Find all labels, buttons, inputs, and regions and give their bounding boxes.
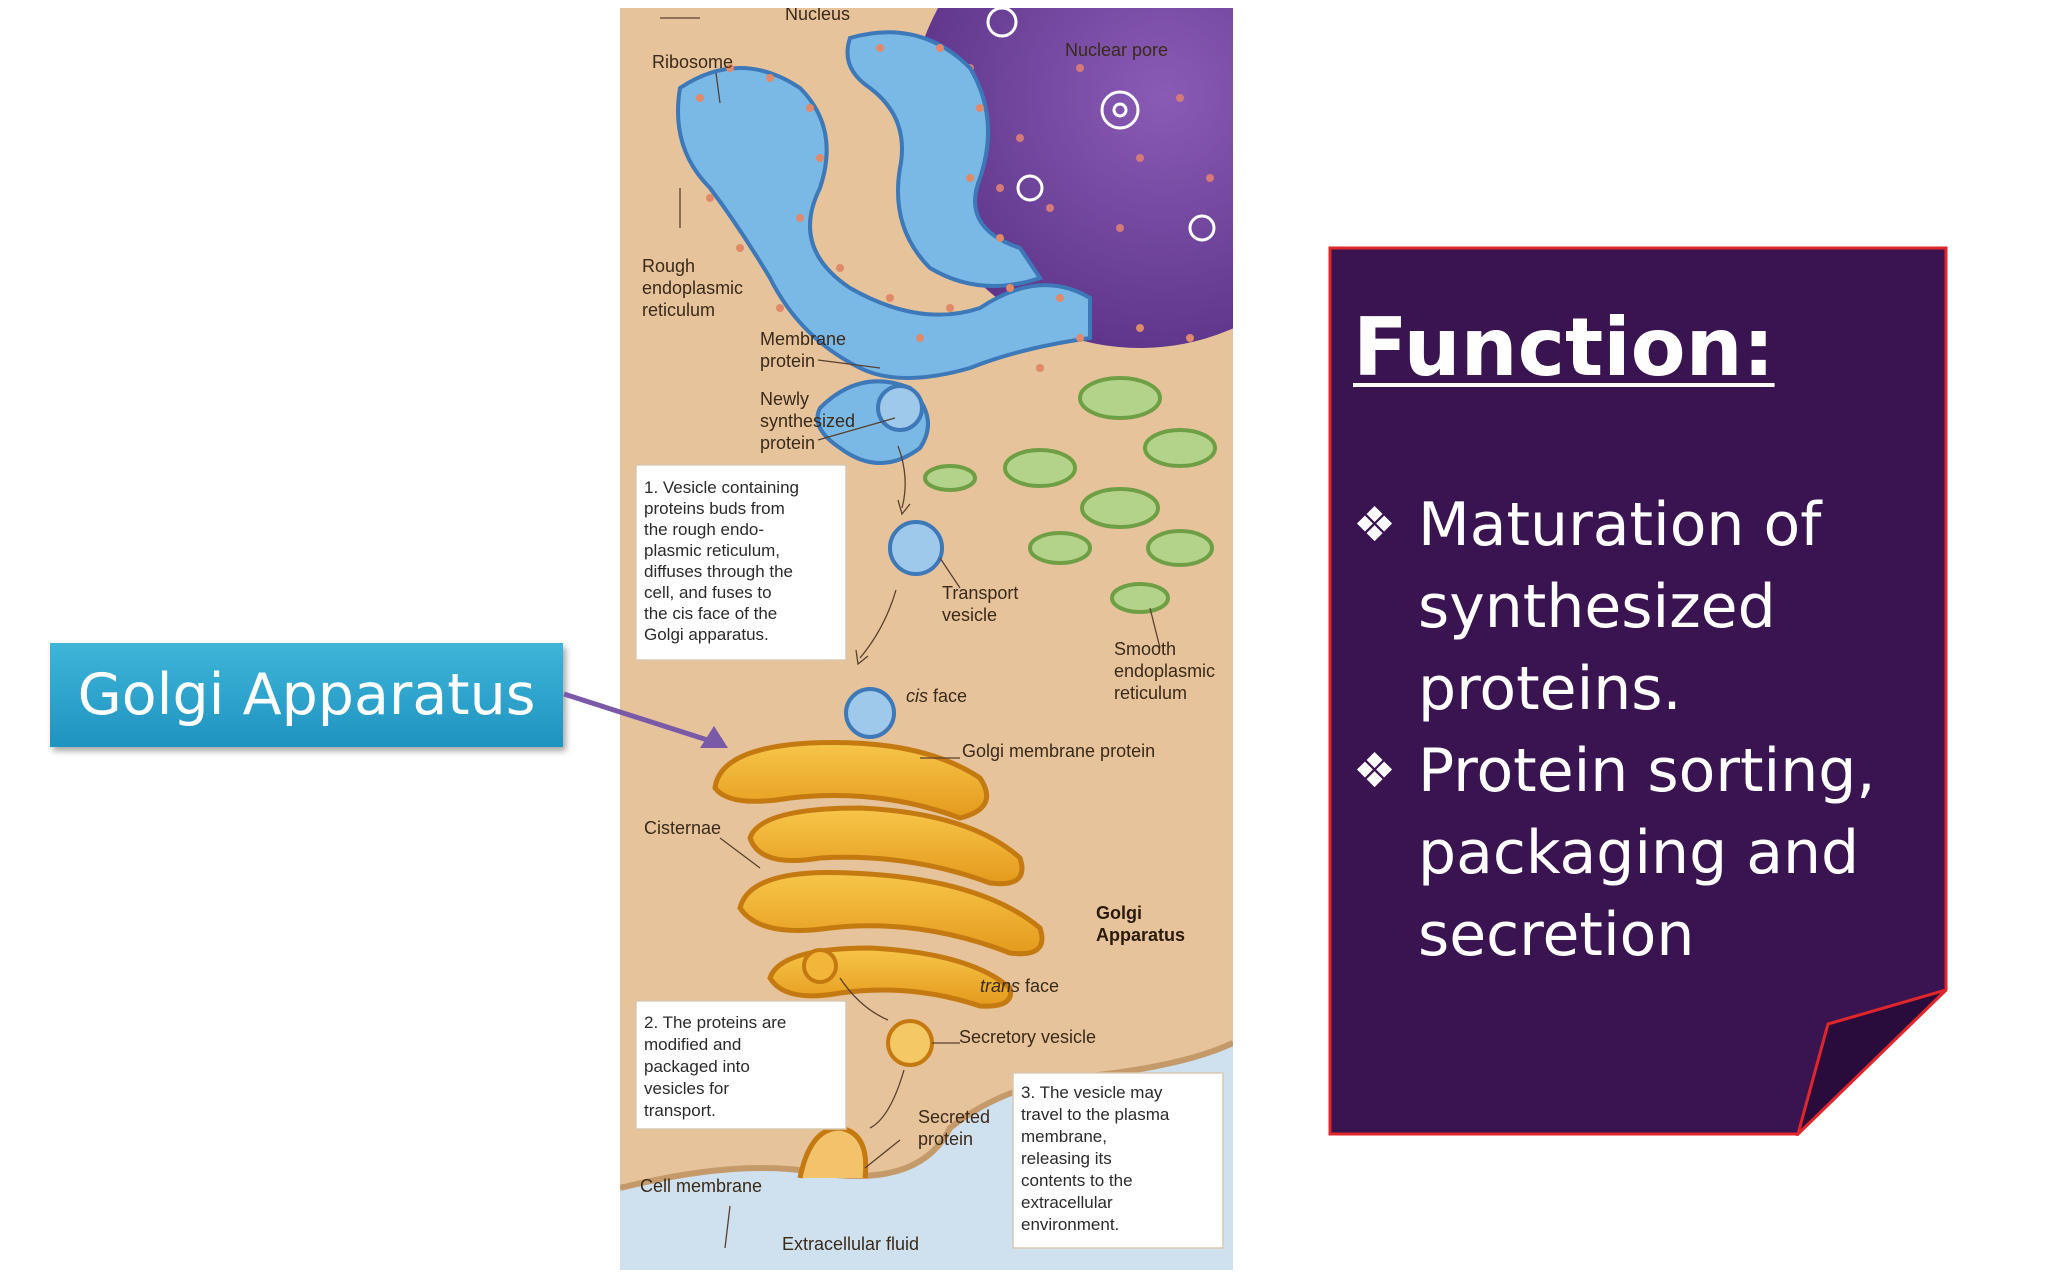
- svg-text:the rough endo-: the rough endo-: [644, 520, 764, 539]
- transport-vesicle: [888, 520, 944, 576]
- svg-text:packaged into: packaged into: [644, 1057, 750, 1076]
- svg-text:proteins buds from: proteins buds from: [644, 499, 785, 518]
- svg-text:releasing its: releasing its: [1021, 1149, 1112, 1168]
- label-secretory-vesicle: Secretory vesicle: [959, 1027, 1096, 1047]
- page-curl-icon: [1795, 988, 1948, 1136]
- svg-text:cell, and fuses to: cell, and fuses to: [644, 583, 772, 602]
- smooth-er: [923, 376, 1217, 614]
- callout-label: Golgi Apparatus: [77, 662, 536, 728]
- label-smooth-er-1: Smooth: [1114, 639, 1176, 659]
- step3-box: [1012, 1072, 1224, 1249]
- svg-text:Golgi apparatus.: Golgi apparatus.: [644, 625, 769, 644]
- label-trans-face: trans face: [980, 976, 1059, 996]
- bullet-2: ❖ Protein sorting, packaging and secreti…: [1353, 730, 1918, 976]
- callout-arrow-icon: [563, 691, 728, 748]
- label-golgi-apparatus-1: Golgi: [1096, 903, 1142, 923]
- label-secreted-protein-1: Secreted: [918, 1107, 990, 1127]
- four-diamond-bullet-icon: ❖: [1353, 743, 1397, 799]
- bullet-2-text: Protein sorting, packaging and secretion: [1418, 736, 1876, 970]
- step1-text: 1. Vesicle containing proteins buds from…: [644, 478, 799, 644]
- label-ribosome: Ribosome: [652, 52, 733, 72]
- label-newly-2: synthesized: [760, 411, 855, 431]
- step2-box: [635, 1000, 847, 1130]
- label-cisternae: Cisternae: [644, 818, 721, 838]
- rough-er: [676, 30, 1092, 465]
- label-cis-face: cis face: [906, 686, 967, 706]
- cell-membrane-line: [620, 1040, 1233, 1191]
- svg-text:diffuses through the: diffuses through the: [644, 562, 793, 581]
- label-extracellular-fluid: Extracellular fluid: [782, 1234, 919, 1254]
- fusing-vesicle: [844, 687, 896, 739]
- svg-text:1. Vesicle containing: 1. Vesicle containing: [644, 478, 799, 497]
- label-rough-er-2: endoplasmic: [642, 278, 743, 298]
- label-membrane-protein-2: protein: [760, 351, 815, 371]
- svg-text:3. The vesicle may: 3. The vesicle may: [1021, 1083, 1163, 1102]
- svg-text:environment.: environment.: [1021, 1215, 1119, 1234]
- svg-text:contents to the: contents to the: [1021, 1171, 1133, 1190]
- golgi-cell-diagram: Nucleus Nuclear pore Ribosome Rough endo…: [620, 8, 1233, 1270]
- four-diamond-bullet-icon: ❖: [1353, 497, 1397, 553]
- svg-text:2. The proteins are: 2. The proteins are: [644, 1013, 786, 1032]
- svg-text:the cis face of the: the cis face of the: [644, 604, 777, 623]
- svg-text:transport.: transport.: [644, 1101, 716, 1120]
- bullet-1-text: Maturation of synthesized proteins.: [1418, 490, 1822, 724]
- label-golgi-membrane-protein: Golgi membrane protein: [962, 741, 1155, 761]
- svg-text:membrane,: membrane,: [1021, 1127, 1107, 1146]
- label-nucleus: Nucleus: [785, 8, 850, 24]
- step3-text: 3. The vesicle may travel to the plasma …: [1021, 1083, 1170, 1234]
- svg-text:travel to the plasma: travel to the plasma: [1021, 1105, 1170, 1124]
- label-golgi-apparatus-2: Apparatus: [1096, 925, 1185, 945]
- label-newly-3: protein: [760, 433, 815, 453]
- label-nuclear-pore: Nuclear pore: [1065, 40, 1168, 60]
- golgi-apparatus-callout: Golgi Apparatus: [50, 643, 563, 747]
- bullet-1: ❖ Maturation of synthesized proteins.: [1353, 484, 1918, 730]
- step1-box: [635, 464, 847, 661]
- step2-text: 2. The proteins are modified and package…: [644, 1013, 786, 1120]
- function-card: [1328, 246, 1948, 1136]
- label-newly-1: Newly: [760, 389, 809, 409]
- svg-text:vesicles for: vesicles for: [644, 1079, 729, 1098]
- label-rough-er-1: Rough: [642, 256, 695, 276]
- nuclear-pore-icon: [1100, 90, 1140, 130]
- svg-text:modified and: modified and: [644, 1035, 741, 1054]
- function-card-content: Function: ❖ Maturation of synthesized pr…: [1328, 246, 1948, 1136]
- function-title: Function:: [1353, 301, 1775, 394]
- label-smooth-er-3: reticulum: [1114, 683, 1187, 703]
- label-secreted-protein-2: protein: [918, 1129, 973, 1149]
- budding-vesicle: [876, 384, 924, 432]
- label-transport-vesicle-2: vesicle: [942, 605, 997, 625]
- label-smooth-er-2: endoplasmic: [1114, 661, 1215, 681]
- secretory-vesicle: [886, 1019, 934, 1067]
- label-transport-vesicle-1: Transport: [942, 583, 1018, 603]
- label-rough-er-3: reticulum: [642, 300, 715, 320]
- svg-text:extracellular: extracellular: [1021, 1193, 1113, 1212]
- label-membrane-protein-1: Membrane: [760, 329, 846, 349]
- svg-text:plasmic reticulum,: plasmic reticulum,: [644, 541, 780, 560]
- label-cell-membrane: Cell membrane: [640, 1176, 762, 1196]
